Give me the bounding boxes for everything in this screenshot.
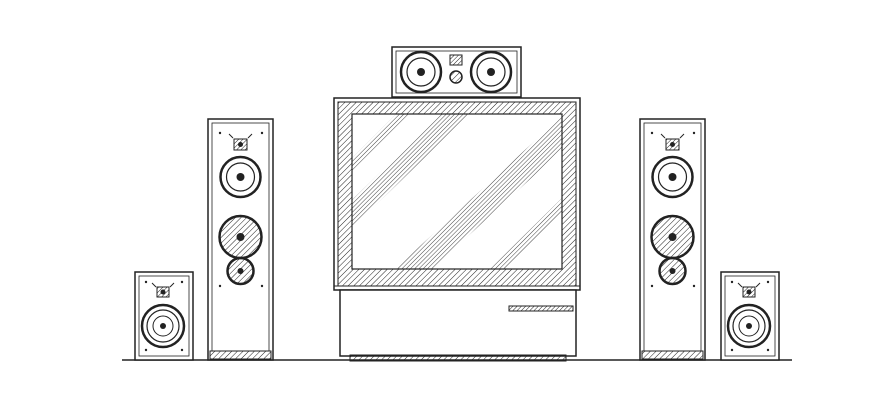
tv-stand	[339, 289, 577, 362]
woofer-icon	[218, 214, 263, 260]
speaker-cone-icon	[726, 303, 772, 349]
tweeter-icon	[449, 54, 463, 84]
tower-speaker-left	[207, 118, 274, 361]
tweeter-icon	[737, 282, 761, 298]
woofer-icon	[226, 256, 255, 286]
center-speaker	[391, 46, 522, 98]
tweeter-icon	[151, 282, 175, 298]
speaker-cone-icon	[399, 50, 443, 94]
speaker-cone-icon	[651, 155, 694, 199]
woofer-icon	[650, 214, 695, 260]
woofer-icon	[658, 256, 687, 286]
bookshelf-speaker-right	[720, 271, 780, 361]
tweeter-icon	[228, 133, 253, 151]
tower-speaker-right	[639, 118, 706, 361]
tweeter-icon	[660, 133, 685, 151]
speaker-cone-icon	[140, 303, 186, 349]
screen-glare-icon	[352, 114, 562, 269]
television	[333, 97, 581, 291]
speaker-cone-icon	[219, 155, 262, 199]
bookshelf-speaker-left	[134, 271, 194, 361]
speaker-cone-icon	[469, 50, 513, 94]
